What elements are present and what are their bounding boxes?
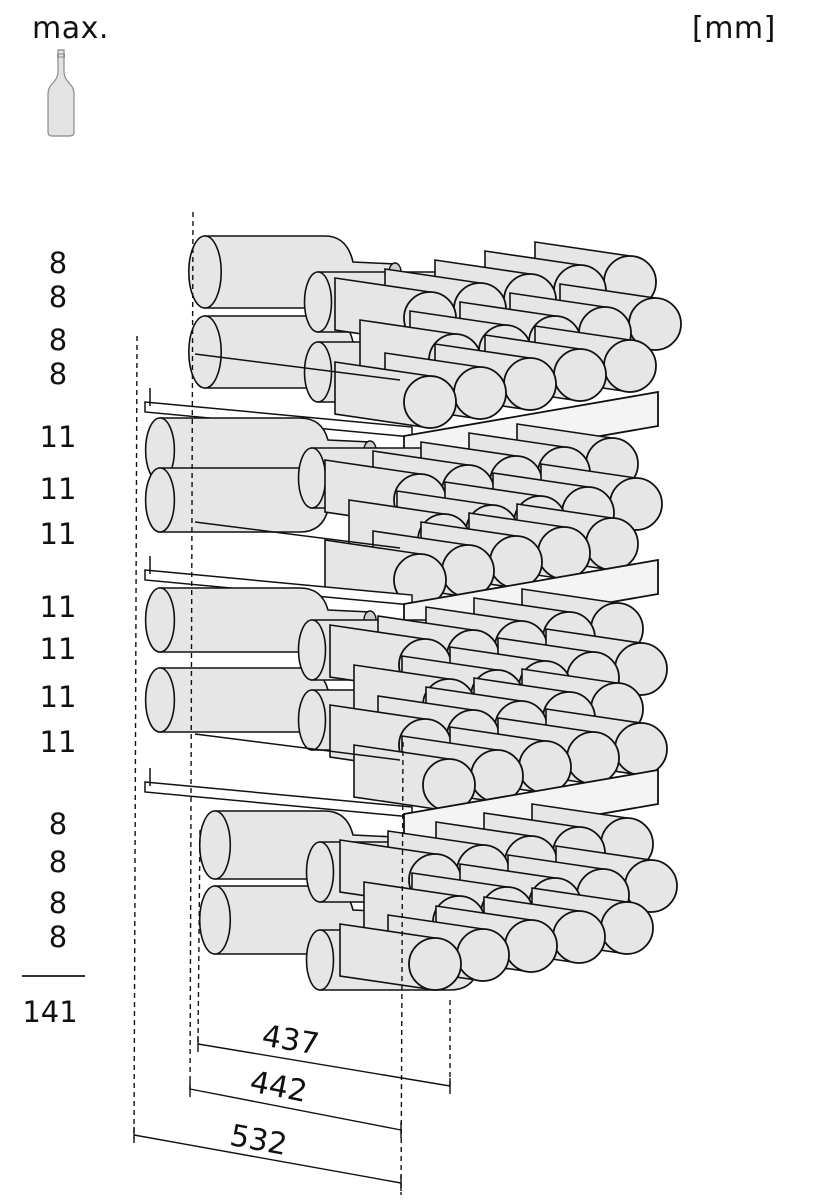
row-count: 11	[39, 472, 77, 506]
guide-line	[197, 829, 201, 1044]
row-count: 8	[48, 280, 68, 314]
wine-bottle-icon	[47, 49, 75, 137]
dimension-line-437	[197, 1043, 451, 1087]
dimension-lines	[133, 211, 451, 1196]
total-count: 141	[22, 995, 78, 1029]
total-divider	[22, 975, 85, 977]
dimension-label-532: 532	[227, 1118, 290, 1163]
dimension-line-442	[189, 1088, 402, 1131]
guide-line	[400, 741, 404, 1196]
bottle-count-column: 8 8 8 8 11 11 11 11 11 11 11 8 8 8 8 141	[0, 0, 120, 1200]
row-count: 8	[48, 920, 68, 954]
row-count: 8	[48, 246, 68, 280]
bottle	[353, 744, 476, 812]
row-count: 8	[48, 357, 68, 391]
dimension-line-532	[133, 1134, 402, 1184]
dimension-label-442: 442	[247, 1065, 310, 1110]
row-count: 8	[48, 323, 68, 357]
bottle	[334, 361, 457, 429]
stack-zone-3	[144, 587, 668, 812]
stack-zone-top	[188, 235, 682, 429]
bottle	[339, 923, 462, 991]
unit-label: [mm]	[692, 11, 776, 46]
row-count: 11	[39, 517, 77, 551]
row-count: 8	[48, 886, 68, 920]
row-count: 11	[39, 420, 77, 454]
stack-zone-bottom	[198, 803, 678, 991]
row-count: 11	[39, 632, 77, 666]
row-count: 11	[39, 680, 77, 714]
guide-line	[189, 211, 194, 1094]
row-count: 11	[39, 590, 77, 624]
max-label: max.	[32, 11, 109, 46]
row-count: 8	[48, 807, 68, 841]
row-count: 8	[48, 845, 68, 879]
guide-line	[133, 335, 138, 1139]
row-count: 11	[39, 725, 77, 759]
